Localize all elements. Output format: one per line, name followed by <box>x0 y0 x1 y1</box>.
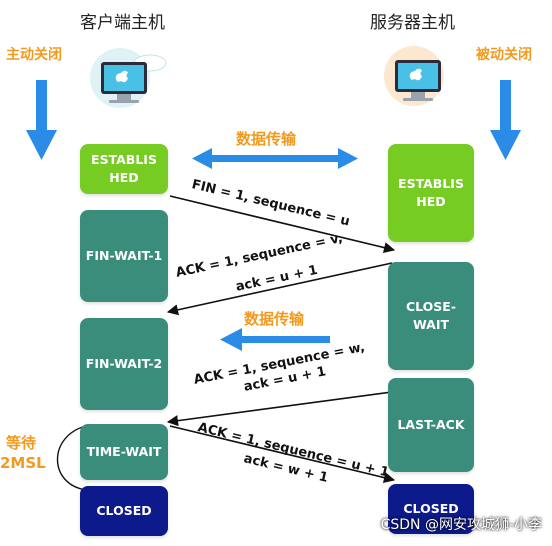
client-state-closed: CLOSED <box>80 486 168 536</box>
client-down-arrow <box>26 80 57 160</box>
ack-arrow-2 <box>169 425 396 484</box>
data-transfer-label-top: 数据传输 <box>236 130 297 148</box>
server-state-closed: CLOSED <box>388 484 474 534</box>
client-state-time-wait: TIME-WAIT <box>80 424 168 480</box>
server-role-label: 被动关闭 <box>476 47 532 63</box>
client-state-fin-wait-1: FIN-WAIT-1 <box>80 210 168 302</box>
server-title: 服务器主机 <box>370 13 455 33</box>
client-role-label: 主动关闭 <box>6 47 62 63</box>
client-computer-icon <box>90 48 167 108</box>
server-computer-icon <box>384 46 444 106</box>
fin-ack-arrow <box>166 391 393 427</box>
data-transfer-left-arrow <box>220 328 330 351</box>
wait-label: 等待 <box>6 434 37 452</box>
server-down-arrow <box>490 80 521 160</box>
server-state-last-ack: LAST-ACK <box>388 378 474 472</box>
wait-duration-label: 2MSL <box>0 454 46 472</box>
data-transfer-label-mid: 数据传输 <box>244 310 305 328</box>
client-state-fin-wait-2: FIN-WAIT-2 <box>80 318 168 410</box>
watermark: CSDN @网安攻城狮-小李 <box>380 517 542 533</box>
fin-arrow <box>169 195 396 254</box>
ack-arrow-1 <box>166 262 393 316</box>
wait-bracket <box>56 425 87 491</box>
server-state-close-wait: CLOSE-WAIT <box>388 262 474 370</box>
client-title: 客户端主机 <box>80 13 165 33</box>
data-transfer-double-arrow <box>192 148 358 169</box>
